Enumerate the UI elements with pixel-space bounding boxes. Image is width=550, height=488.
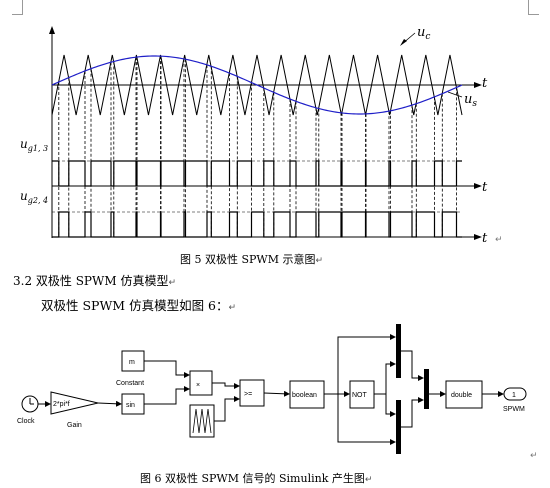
relop-text: >= <box>244 391 252 398</box>
spwm-waveform-figure: uc us t t t ug1, 3 ug2, 4 ↵ <box>20 25 503 246</box>
gain-label: Gain <box>67 422 82 429</box>
x-axis-arrow-2 <box>474 183 482 189</box>
modulating-sine-wave <box>51 55 463 115</box>
section-paragraph: 双极性 SPWM 仿真模型如图 6：↵ <box>41 298 237 313</box>
us-label: us <box>464 92 477 109</box>
out-port-number: 1 <box>512 392 516 399</box>
g24-label: ug2, 4 <box>20 189 48 205</box>
crop-mark-left <box>12 0 23 15</box>
pulse-g13 <box>52 160 462 187</box>
x-axis-arrow-3 <box>474 234 482 240</box>
relational-operator-block[interactable]: >= <box>239 379 265 407</box>
t-label-2: t <box>482 180 488 195</box>
clock-block[interactable]: Clock <box>17 395 39 425</box>
caption-simulink: Simulink <box>279 472 329 485</box>
constant-block[interactable]: m Constant <box>116 350 145 387</box>
mux-bottom[interactable] <box>396 400 401 454</box>
sin-block[interactable]: sin <box>121 393 145 415</box>
figure5-caption: 图 5 双极性 SPWM 示意图↵ <box>180 253 324 266</box>
gate-pulse-trains <box>52 32 463 238</box>
repeating-sequence-block[interactable] <box>189 404 215 438</box>
boolean-block[interactable]: boolean <box>289 380 325 409</box>
not-block[interactable]: NOT <box>349 380 375 409</box>
out-label: SPWM <box>503 406 525 413</box>
mux-main[interactable] <box>424 369 429 409</box>
return-mark-2: ↵ <box>530 451 538 461</box>
uc-label: uc <box>417 25 430 42</box>
clock-label: Clock <box>17 418 35 425</box>
signal-wires <box>38 334 504 445</box>
product-block[interactable]: × <box>189 370 213 396</box>
double-block[interactable]: double <box>445 380 483 409</box>
g13-label: ug1, 3 <box>20 137 48 153</box>
sine-line <box>51 55 463 115</box>
carrier-triangle-line <box>51 54 463 116</box>
y-axis-arrow <box>49 26 55 34</box>
not-text: NOT <box>352 392 368 399</box>
t-label-3: t <box>482 231 488 246</box>
t-label-1: t <box>482 76 488 91</box>
figure6-caption: 图 6 双极性 SPWM 信号的 Simulink 产生图↵ <box>140 472 373 485</box>
spwm-out-port[interactable]: 1 SPWM <box>503 387 527 413</box>
uc-pointer-head <box>400 39 407 46</box>
return-mark: ↵ <box>495 235 503 245</box>
mux-top[interactable] <box>396 324 401 378</box>
constant-text: m <box>129 359 135 366</box>
x-axis-arrow-1 <box>474 82 482 88</box>
double-text: double <box>451 392 472 399</box>
gain-text: 2*pi*f <box>53 401 70 408</box>
gain-block[interactable]: 2*pi*f Gain <box>50 391 99 429</box>
product-text: × <box>196 382 200 389</box>
boolean-text: boolean <box>292 392 317 399</box>
us-pointer <box>447 91 463 98</box>
section-heading: 3.2 双极性 SPWM 仿真模型↵ <box>13 274 176 288</box>
constant-label: Constant <box>116 380 144 387</box>
carrier-triangle-wave <box>51 54 463 116</box>
sin-text: sin <box>126 402 135 409</box>
repeating-sequence-icon <box>192 408 212 434</box>
waveform-labels: uc us t t t ug1, 3 ug2, 4 ↵ <box>20 25 503 246</box>
crop-mark-right <box>528 0 539 15</box>
